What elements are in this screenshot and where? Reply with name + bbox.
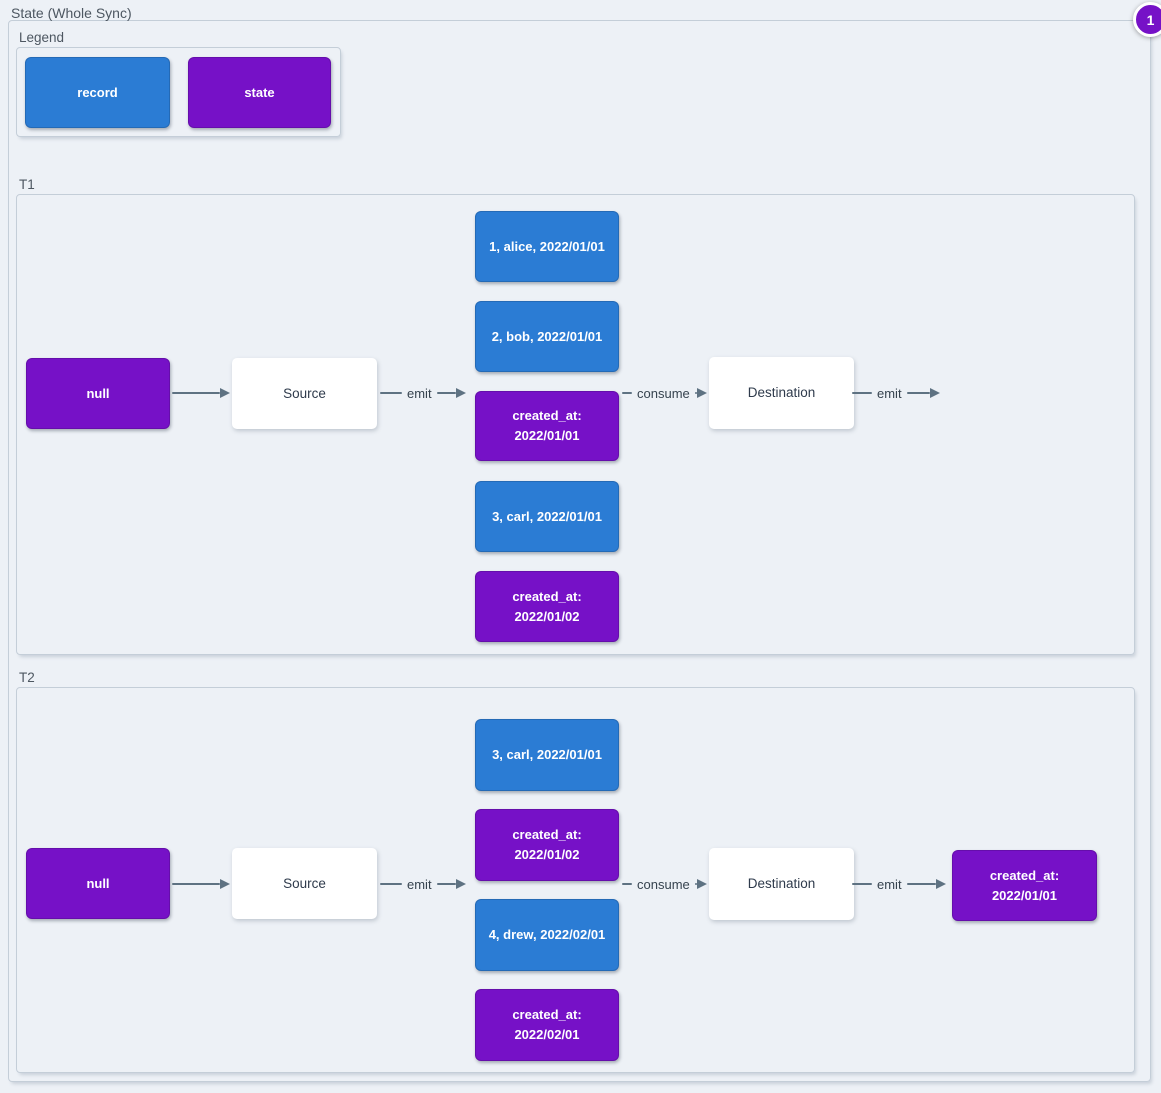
edge-line	[852, 883, 872, 885]
legend-record-swatch: record	[25, 57, 170, 128]
t2-edge-emit-out: emit	[852, 875, 946, 893]
t1-node-destination: Destination	[709, 357, 854, 429]
edge-line	[694, 392, 697, 394]
edge-line	[906, 883, 936, 885]
arrowhead-icon	[696, 388, 707, 398]
diagram-title: State (Whole Sync)	[11, 5, 132, 21]
t2-record-carl: 3, carl, 2022/01/01	[475, 719, 619, 791]
edge-line	[172, 392, 220, 394]
t2-state-output: created_at: 2022/01/01	[952, 850, 1097, 921]
t1-record-alice: 1, alice, 2022/01/01	[475, 211, 619, 282]
t2-edge-consume: consume	[622, 875, 707, 893]
arrowhead-icon	[456, 879, 466, 889]
arrowhead-icon	[696, 879, 707, 889]
t2-consume-label: consume	[637, 876, 690, 892]
edge-line	[622, 392, 632, 394]
t2-emit-label: emit	[407, 876, 432, 892]
legend-record-label: record	[77, 84, 118, 100]
arrowhead-icon	[220, 879, 230, 889]
t2-edge-null-source	[172, 875, 230, 893]
t2-node-source: Source	[232, 848, 377, 919]
t2-emit-out-label: emit	[877, 876, 902, 892]
t2-record-drew: 4, drew, 2022/02/01	[475, 899, 619, 971]
edge-line	[906, 392, 930, 394]
t2-edge-emit: emit	[380, 875, 466, 893]
t1-state-created-at-0101: created_at: 2022/01/01	[475, 391, 619, 461]
t1-node-null: null	[26, 358, 170, 429]
t2-title: T2	[19, 670, 35, 685]
t2-container: T2	[16, 670, 1135, 1073]
t1-edge-null-source	[172, 384, 230, 402]
t1-container: T1	[16, 177, 1135, 655]
t1-record-bob: 2, bob, 2022/01/01	[475, 301, 619, 372]
t1-edge-emit: emit	[380, 384, 466, 402]
t1-emit-label: emit	[407, 385, 432, 401]
t1-node-source: Source	[232, 358, 377, 429]
t1-title: T1	[19, 177, 35, 192]
t1-edge-emit-out: emit	[852, 384, 940, 402]
legend-title: Legend	[19, 30, 65, 45]
legend-container: Legend	[16, 30, 341, 137]
edge-line	[172, 883, 220, 885]
edge-line	[694, 883, 697, 885]
t2-node-null: null	[26, 848, 170, 919]
t1-emit-out-label: emit	[877, 385, 902, 401]
edge-line	[622, 883, 632, 885]
arrowhead-icon	[456, 388, 466, 398]
arrowhead-icon	[220, 388, 230, 398]
t2-state-created-at-0201: created_at: 2022/02/01	[475, 989, 619, 1061]
legend-state-label: state	[244, 84, 275, 100]
t2-node-destination: Destination	[709, 848, 854, 920]
t1-record-carl: 3, carl, 2022/01/01	[475, 481, 619, 552]
edge-line	[436, 883, 456, 885]
edge-line	[380, 392, 402, 394]
t1-consume-label: consume	[637, 385, 690, 401]
edge-line	[852, 392, 872, 394]
t2-state-created-at-0102: created_at: 2022/01/02	[475, 809, 619, 881]
edge-line	[436, 392, 456, 394]
step-number-badge: 1	[1133, 2, 1161, 37]
outer-container: State (Whole Sync)	[8, 6, 1151, 1082]
t1-state-created-at-0102: created_at: 2022/01/02	[475, 571, 619, 642]
arrowhead-icon	[930, 388, 940, 398]
edge-line	[380, 883, 402, 885]
t1-edge-consume: consume	[622, 384, 707, 402]
arrowhead-icon	[936, 879, 946, 889]
legend-state-swatch: state	[188, 57, 331, 128]
